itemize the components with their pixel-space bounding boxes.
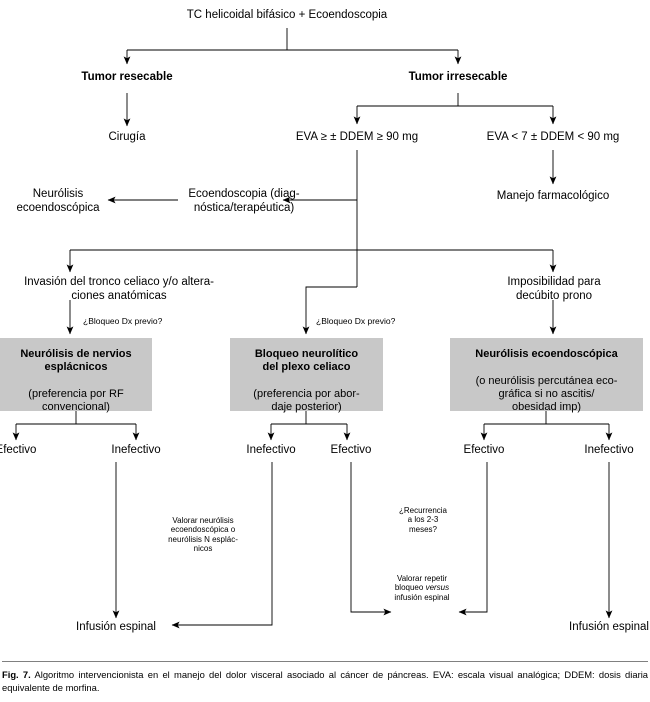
node-root: TC helicoidal bifásico + Ecoendoscopia: [186, 9, 388, 21]
label-efectivo-left: Efectivo: [0, 444, 37, 456]
box-neurolisis-ecoendoscopica[interactable]: Neurólisis ecoendoscópica (o neurólisis …: [450, 338, 643, 414]
caption-divider: [2, 661, 648, 662]
annotation-valorar-repetir-bloqueo: Valorar repetir bloqueo versus infusión …: [386, 564, 458, 602]
label-efectivo-middle: Efectivo: [330, 444, 372, 456]
label-inefectivo-middle: Inefectivo: [246, 444, 296, 456]
label-inefectivo-right: Inefectivo: [584, 444, 634, 456]
node-imposibilidad-decubito: Imposibilidad para decúbito prono: [507, 276, 601, 302]
node-tumor-resectable: Tumor resecable: [81, 71, 173, 83]
box-neurolisis-nervios-esplacnicos[interactable]: Neurólisis de nervios esplácnicos (prefe…: [0, 338, 152, 414]
node-invasion-tronco-celiaco: Invasión del tronco celiaco y/o altera- …: [24, 276, 214, 302]
label-efectivo-right: Efectivo: [463, 444, 505, 456]
annotation-valorar-neurolisis: Valorar neurólisis ecoendoscópica o neur…: [168, 516, 238, 554]
node-cirugia: Cirugía: [108, 131, 146, 143]
box-left-title: Neurólisis de nervios esplácnicos: [20, 347, 132, 374]
node-tumor-irresectable: Tumor irresecable: [408, 71, 508, 83]
box-right-title: Neurólisis ecoendoscópica: [475, 347, 618, 360]
node-manejo-farmacologico: Manejo farmacológico: [496, 190, 610, 202]
label-inefectivo-left: Inefectivo: [111, 444, 161, 456]
label-bloqueo-dx-previo-middle: ¿Bloqueo Dx previo?: [316, 316, 396, 326]
node-ecoendoscopia-diagnostica: Ecoendoscopia (diag- nóstica/terapéutica…: [188, 188, 300, 214]
caption-text: Algoritmo intervencionista en el manejo …: [2, 669, 648, 694]
box-middle-title: Bloqueo neurolítico del plexo celiaco: [254, 347, 359, 374]
annotation-recurrencia: ¿Recurrencia a los 2-3 meses?: [398, 506, 447, 534]
caption-figure-number: Fig. 7.: [2, 669, 31, 680]
box-bloqueo-neurolitico-plexo-celiaco[interactable]: Bloqueo neurolítico del plexo celiaco (p…: [230, 338, 383, 414]
node-eva-high: EVA ≥ ± DDEM ≥ 90 mg: [295, 131, 419, 143]
node-infusion-espinal-left: Infusión espinal: [76, 621, 156, 633]
valorar-repetir-pre: Valorar repetir bloqueo: [394, 573, 448, 593]
node-infusion-espinal-right: Infusión espinal: [569, 621, 649, 633]
box-left-subtitle: (preferencia por RF convencional): [28, 387, 124, 414]
valorar-repetir-emphasis: versus: [425, 583, 450, 593]
box-middle-subtitle: (preferencia por abor- daje posterior): [253, 387, 360, 414]
node-neurolisis-ecoendoscopica: Neurólisis ecoendoscópica: [16, 188, 100, 214]
valorar-repetir-post: infusión espinal: [394, 592, 450, 602]
box-right-subtitle: (o neurólisis percutánea eco- gráfica si…: [475, 374, 618, 414]
figure-caption: Fig. 7. Algoritmo intervencionista en el…: [2, 668, 648, 695]
node-eva-low: EVA < 7 ± DDEM < 90 mg: [486, 131, 620, 143]
label-bloqueo-dx-previo-left: ¿Bloqueo Dx previo?: [83, 316, 163, 326]
